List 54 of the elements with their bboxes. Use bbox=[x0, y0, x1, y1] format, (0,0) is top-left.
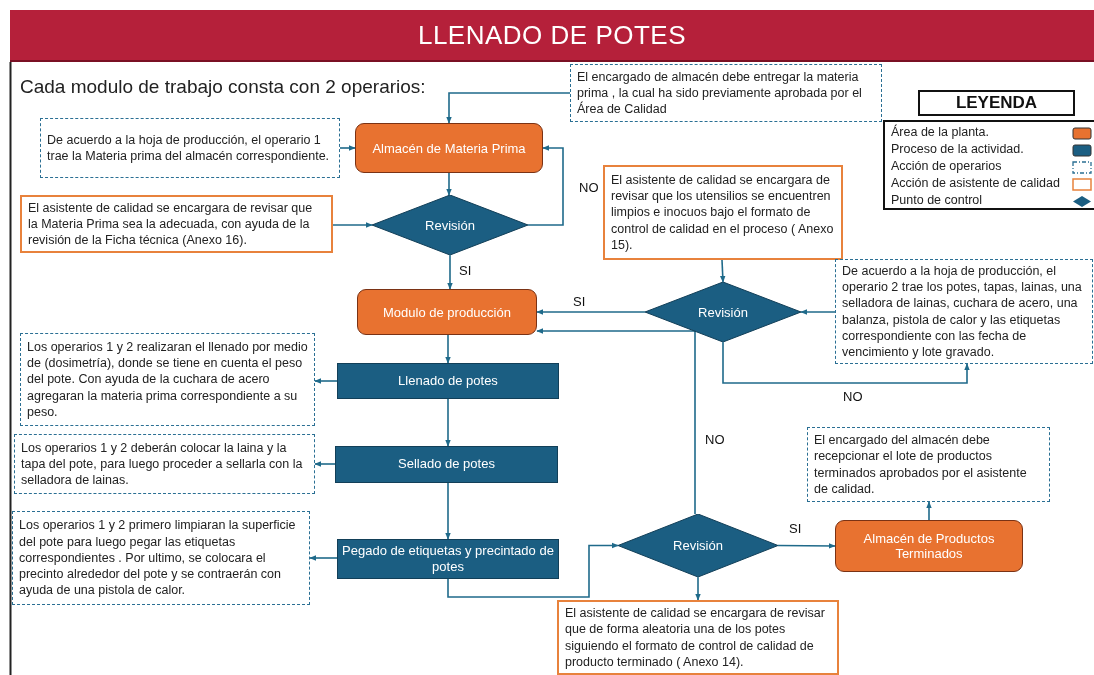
arrow bbox=[800, 309, 836, 315]
arrow bbox=[446, 92, 571, 124]
decision-diamond: Revisión bbox=[645, 282, 801, 342]
operator-action-note: Los operarios 1 y 2 deberán colocar la laina y la tapa del pote, para luego proceder a sellarla con la selladora de lainas. bbox=[14, 434, 315, 494]
legend-title: LEYENDA bbox=[918, 90, 1075, 116]
edge-label: NO bbox=[703, 432, 727, 447]
process-box: Pegado de etiquetas y precintado de potes bbox=[337, 539, 559, 579]
quality-action-note: El asistente de calidad se encargara de revisar que la Materia Prima sea la adecuada, con ayuda de la revisión de la Ficha técnica (Anexo 16). bbox=[20, 195, 333, 253]
operator-action-note: De acuerdo a la hoja de producción, el operario 1 trae la Materia prima del almacén correspondiente. bbox=[40, 118, 340, 178]
edge-label: SI bbox=[787, 521, 804, 536]
process-box: Llenado de potes bbox=[337, 363, 559, 399]
arrow bbox=[445, 334, 451, 364]
process-box: Sellado de potes bbox=[335, 446, 558, 483]
legend-text: Acción de operarios bbox=[891, 159, 1002, 173]
legend-text: Punto de control bbox=[891, 193, 983, 207]
arrow bbox=[332, 222, 373, 228]
decision-diamond: Revisión bbox=[618, 514, 778, 577]
arrow bbox=[536, 309, 646, 315]
arrow bbox=[339, 145, 356, 151]
edge-label: NO bbox=[841, 389, 865, 404]
quality-action-note: El asistente de calidad se encargara de revisar que los utensilios se encuentren limpios e inocuos bajo el formato de control de calidad en el proceso ( Anexo 15). bbox=[603, 165, 843, 260]
arrow bbox=[314, 461, 336, 467]
arrow bbox=[527, 145, 564, 226]
arrow bbox=[777, 543, 836, 549]
header-text: Cada modulo de trabajo consta con 2 operarios: bbox=[20, 76, 426, 98]
legend-text: Acción de asistente de calidad bbox=[891, 176, 1060, 190]
operator-action-note: Los operarios 1 y 2 realizaran el llenado por medio de (dosimetría), donde se tiene en cuenta el peso del pote. Con ayuda de la cuchara de acero agregaran la materia prima correspondiente a su peso. bbox=[20, 333, 315, 426]
arrow bbox=[446, 172, 452, 196]
plant-area-box: Almacén de Productos Terminados bbox=[835, 520, 1023, 572]
arrow bbox=[445, 482, 451, 540]
arrow bbox=[695, 576, 701, 601]
edge-label: NO bbox=[577, 180, 601, 195]
edge-label: SI bbox=[571, 294, 588, 309]
decision-diamond: Revisión bbox=[372, 195, 528, 255]
plant-area-box: Almacén de Materia Prima bbox=[355, 123, 543, 173]
plant-area-box: Modulo de producción bbox=[357, 289, 537, 335]
operator-action-note: El encargado de almacén debe entregar la materia prima , la cual ha sido previamente aprobada por el Área de Calidad bbox=[570, 64, 882, 122]
arrow bbox=[536, 328, 696, 515]
diagram-title: LLENADO DE POTES bbox=[417, 19, 687, 51]
arrow bbox=[926, 501, 932, 521]
arrow bbox=[719, 259, 726, 283]
arrow bbox=[447, 254, 453, 290]
arrow bbox=[314, 378, 338, 384]
operator-action-note: De acuerdo a la hoja de producción, el operario 2 trae los potes, tapas, lainas, una selladora de lainas, cuchara de acero, una balanza, pistola de calor y las etiquetas correspondiente con las fecha de vencimiento y lote gravado. bbox=[835, 259, 1093, 364]
arrow bbox=[445, 398, 451, 447]
quality-action-note: El asistente de calidad se encargara de revisar que de forma aleatoria una de los potes siguiendo el formato de control de calidad de producto terminado ( Anexo 14). bbox=[557, 600, 839, 675]
operator-action-note: El encargado del almacén debe recepcionar el lote de productos terminados aprobados por el asistente de calidad. bbox=[807, 427, 1050, 502]
legend-text: Área de la planta. bbox=[891, 125, 989, 139]
operator-action-note: Los operarios 1 y 2 primero limpiaran la superficie del pote para luego pegar las etiquetas correspondientes . Por ultimo, se colocara el precinto alrededor del pote y se contraerán con ayuda de una pistola de calor. bbox=[12, 511, 310, 605]
arrow bbox=[309, 555, 338, 561]
legend-text: Proceso de la actividad. bbox=[891, 142, 1024, 156]
edge-label: SI bbox=[457, 263, 474, 278]
arrow bbox=[447, 542, 619, 598]
arrow bbox=[722, 341, 970, 384]
